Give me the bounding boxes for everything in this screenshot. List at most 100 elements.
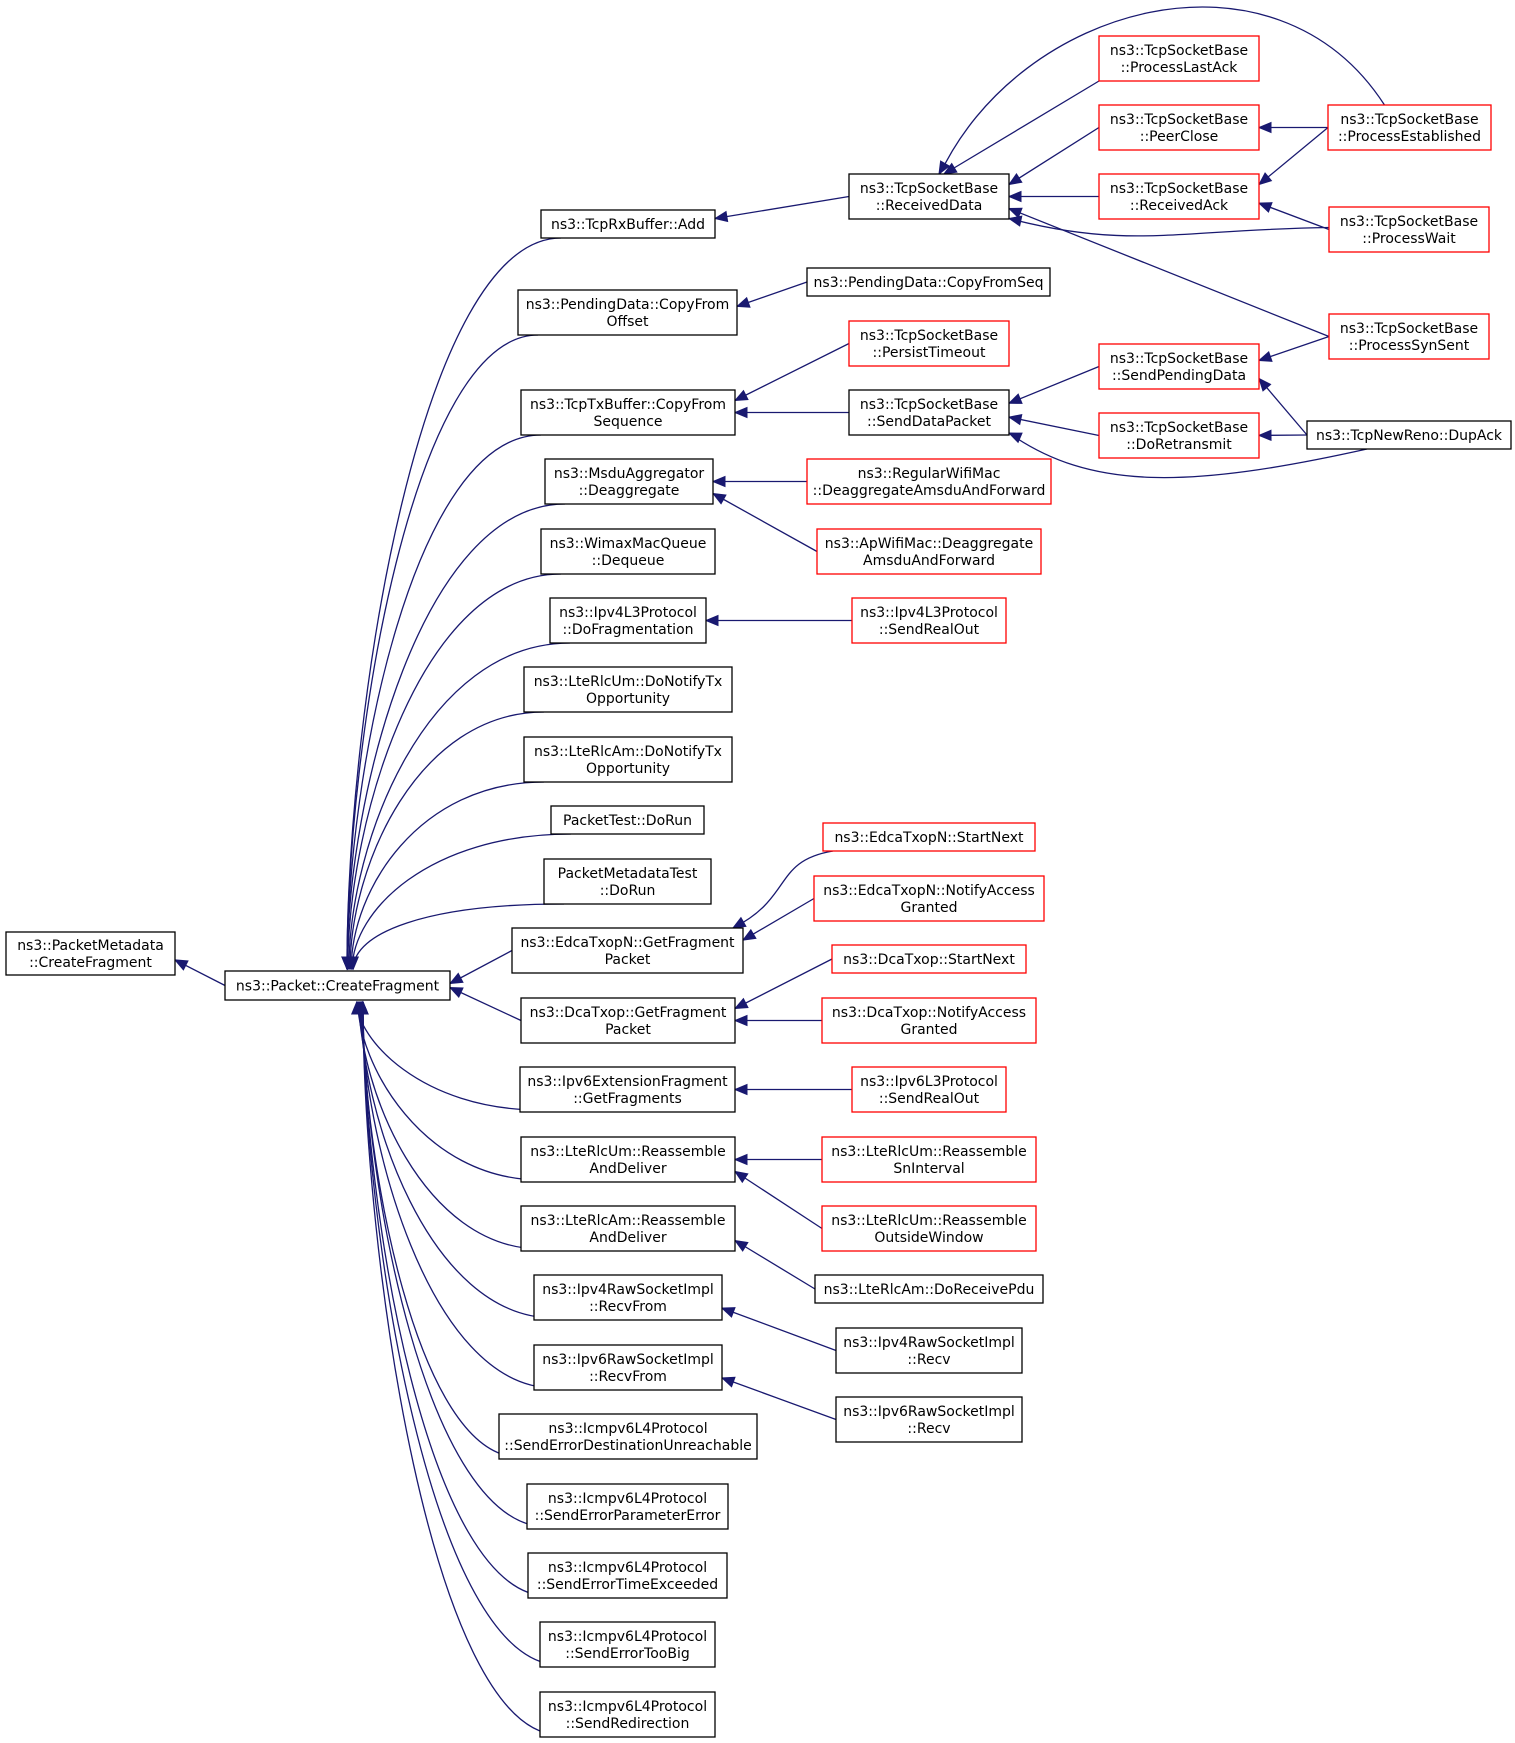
node-ipv6rawsocket_recvfrom[interactable]: ns3::Ipv6RawSocketImpl::RecvFrom <box>533 1344 723 1391</box>
edge-wimaxmacqueue_dequeue-to-packet_createfragment <box>347 573 562 970</box>
node-label: ns3::ApWifiMac::Deaggregate <box>825 536 1033 552</box>
node-icmpv6_senderrorparametererror[interactable]: ns3::Icmpv6L4Protocol::SendErrorParamete… <box>526 1483 729 1530</box>
node-label: ::Recv <box>907 1421 950 1437</box>
arrowhead-icon <box>735 296 751 308</box>
node-tcpsocketbase_senddatapacket[interactable]: ns3::TcpSocketBase::SendDataPacket <box>848 389 1010 436</box>
arrowhead-icon <box>1007 413 1023 426</box>
node-box <box>533 1344 723 1391</box>
node-icmpv6_senderrortimeexceeded[interactable]: ns3::Icmpv6L4Protocol::SendErrorTimeExce… <box>527 1552 728 1599</box>
node-label: AmsduAndForward <box>863 553 995 569</box>
node-ipv4rawsocket_recv[interactable]: ns3::Ipv4RawSocketImpl::Recv <box>835 1327 1023 1374</box>
node-tcpsocketbase_receiveddata[interactable]: ns3::TcpSocketBase::ReceivedData <box>848 173 1010 220</box>
node-ipv6l3_sendrealout[interactable]: ns3::Ipv6L3Protocol::SendRealOut <box>851 1066 1007 1113</box>
node-label: ::SendDataPacket <box>867 414 991 430</box>
arrowhead-icon <box>1257 429 1272 442</box>
node-edcatxopn_startnext[interactable]: ns3::EdcaTxopN::StartNext <box>822 822 1036 852</box>
node-box <box>517 289 738 336</box>
node-ipv4l3_dofragmentation[interactable]: ns3::Ipv4L3Protocol::DoFragmentation <box>549 597 707 644</box>
node-tcpsocketbase_processsynsent[interactable]: ns3::TcpSocketBase::ProcessSynSent <box>1328 313 1490 360</box>
node-packettest_dorun[interactable]: PacketTest::DoRun <box>550 805 705 835</box>
node-label: ::SendRealOut <box>879 622 980 638</box>
arrowhead-icon <box>704 614 719 627</box>
edge-tcpsocketbase_peerclose-to-tcpsocketbase_receiveddata <box>1008 126 1100 186</box>
node-label: ns3::Icmpv6L4Protocol <box>548 1699 707 1715</box>
arrowhead-icon <box>733 1153 748 1166</box>
node-apwifimac_deaggregate[interactable]: ns3::ApWifiMac::DeaggregateAmsduAndForwa… <box>816 528 1042 575</box>
node-ipv4l3_sendrealout[interactable]: ns3::Ipv4L3Protocol::SendRealOut <box>851 597 1007 644</box>
node-box <box>511 927 744 974</box>
node-tcpsocketbase_peerclose[interactable]: ns3::TcpSocketBase::PeerClose <box>1098 104 1260 151</box>
node-label: ::SendRedirection <box>566 1716 690 1732</box>
node-tcpsocketbase_persisttimeout[interactable]: ns3::TcpSocketBase::PersistTimeout <box>848 320 1010 367</box>
node-icmpv6_senderrordestunreach[interactable]: ns3::Icmpv6L4Protocol::SendErrorDestinat… <box>498 1413 758 1460</box>
edge-tcptxbuffer_copyfromsequence-to-packet_createfragment <box>346 434 542 970</box>
node-box <box>821 1205 1037 1252</box>
node-packet_createfragment[interactable]: ns3::Packet::CreateFragment <box>224 970 451 1001</box>
node-box <box>526 1483 729 1530</box>
node-label: ns3::EdcaTxopN::StartNext <box>834 830 1024 846</box>
node-packetmetadatatest_dorun[interactable]: PacketMetadataTest::DoRun <box>543 858 712 905</box>
node-box <box>835 1327 1023 1374</box>
node-tcpsocketbase_processwait[interactable]: ns3::TcpSocketBase::ProcessWait <box>1328 206 1490 253</box>
node-icmpv6_senderrortoobig[interactable]: ns3::Icmpv6L4Protocol::SendErrorTooBig <box>539 1621 716 1668</box>
edge-tcpsocketbase_processestablished-to-tcpsocketbase_receiveddata <box>938 6 1386 177</box>
node-pendingdata_copyfromseq[interactable]: ns3::PendingData::CopyFromSeq <box>806 267 1051 297</box>
node-box <box>1328 206 1490 253</box>
arrowhead-icon <box>733 997 749 1010</box>
node-tcpsocketbase_doretransmit[interactable]: ns3::TcpSocketBase::DoRetransmit <box>1098 412 1260 459</box>
node-label: ns3::TcpSocketBase <box>1340 112 1478 128</box>
node-tcprxbuffer_add[interactable]: ns3::TcpRxBuffer::Add <box>540 209 716 239</box>
node-dcatxop_startnext[interactable]: ns3::DcaTxop::StartNext <box>831 944 1027 974</box>
node-tcpsocketbase_receivedack[interactable]: ns3::TcpSocketBase::ReceivedAck <box>1098 173 1260 220</box>
node-label: ns3::TcpSocketBase <box>1110 43 1248 59</box>
node-label: ns3::Ipv4RawSocketImpl <box>542 1282 714 1298</box>
node-label: ::SendErrorDestinationUnreachable <box>504 1438 751 1454</box>
node-label: Sequence <box>593 414 662 430</box>
node-icmpv6_sendredirection[interactable]: ns3::Icmpv6L4Protocol::SendRedirection <box>539 1691 716 1738</box>
node-label: ::ReceivedAck <box>1130 198 1229 214</box>
node-label: ns3::Ipv6L3Protocol <box>860 1074 998 1090</box>
node-box <box>821 1136 1037 1183</box>
node-box <box>5 931 176 976</box>
arrowhead-icon <box>1257 172 1273 186</box>
node-tcpsocketbase_sendpendingdata[interactable]: ns3::TcpSocketBase::SendPendingData <box>1098 343 1260 390</box>
edge-apwifimac_deaggregate-to-msduaggregator_deaggregate <box>712 492 818 553</box>
node-lterlcam_doreceivepdu[interactable]: ns3::LteRlcAm::DoReceivePdu <box>814 1274 1044 1304</box>
node-regularwifimac_deaggregate[interactable]: ns3::RegularWifiMac::DeaggregateAmsduAnd… <box>806 458 1052 505</box>
edge-tcprxbuffer_add-to-packet_createfragment <box>346 237 562 970</box>
node-label: ns3::TcpRxBuffer::Add <box>551 217 705 233</box>
node-label: ns3::LteRlcAm::DoReceivePdu <box>824 1282 1035 1298</box>
node-box <box>1328 313 1490 360</box>
edge-icmpv6_sendredirection-to-packet_createfragment <box>362 1001 561 1736</box>
node-msduaggregator_deaggregate[interactable]: ns3::MsduAggregator::Deaggregate <box>544 458 714 505</box>
node-ipv6extfragment_getfragments[interactable]: ns3::Ipv6ExtensionFragment::GetFragments <box>519 1066 736 1113</box>
node-label: ns3::Icmpv6L4Protocol <box>548 1421 707 1437</box>
node-label: ::DoRetransmit <box>1126 437 1232 453</box>
node-ipv6rawsocket_recv[interactable]: ns3::Ipv6RawSocketImpl::Recv <box>835 1396 1023 1443</box>
edge-ipv4l3_dofragmentation-to-packet_createfragment <box>348 642 571 970</box>
edge-tcpsocketbase_processsynsent-to-tcpsocketbase_receiveddata <box>1008 207 1330 338</box>
node-label: Packet <box>605 952 651 968</box>
node-tcpnewreno_dupack[interactable]: ns3::TcpNewReno::DupAck <box>1306 420 1512 450</box>
node-ipv4rawsocket_recvfrom[interactable]: ns3::Ipv4RawSocketImpl::RecvFrom <box>533 1274 723 1321</box>
node-label: ns3::Ipv4L3Protocol <box>860 605 998 621</box>
node-label: ::ProcessSynSent <box>1349 338 1470 354</box>
node-tcpsocketbase_processestablished[interactable]: ns3::TcpSocketBase::ProcessEstablished <box>1327 104 1492 151</box>
node-tcpsocketbase_processlastack[interactable]: ns3::TcpSocketBase::ProcessLastAck <box>1098 35 1260 82</box>
node-label: ns3::MsduAggregator <box>554 466 705 482</box>
arrowhead-icon <box>347 956 360 971</box>
node-wimaxmacqueue_dequeue[interactable]: ns3::WimaxMacQueue::Dequeue <box>540 528 716 575</box>
node-label: ns3::WimaxMacQueue <box>550 536 707 552</box>
